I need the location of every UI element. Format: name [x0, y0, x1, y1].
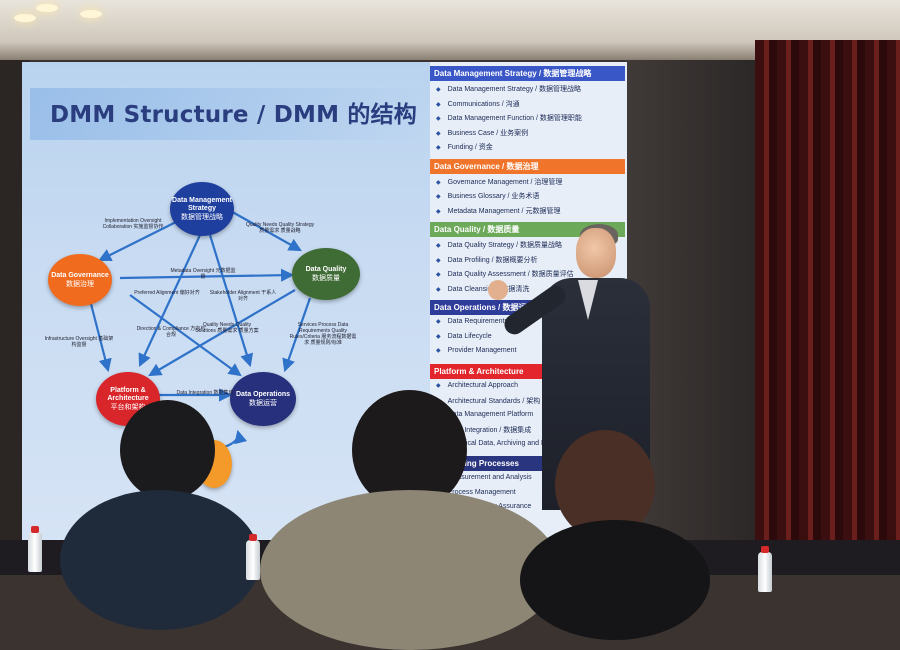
slide-title: DMM Structure / DMM 的结构 [50, 102, 417, 128]
red-curtain [755, 40, 900, 575]
audience-shoulders-center [260, 490, 560, 650]
label-infrastructure-oversight: Infrastructure Oversight 基础架构监督 [44, 336, 114, 348]
node-data-operations: Data Operations 数据运营 [230, 372, 296, 426]
outline-item: Communications / 沟通 [436, 99, 520, 109]
outline-section-header: Data Governance / 数据治理 [430, 158, 625, 174]
node-subtitle: 数据管理战略 [181, 213, 223, 221]
node-data-governance: Data Governance 数据治理 [48, 254, 112, 306]
outline-item: Funding / 资金 [436, 142, 493, 152]
node-data-management-strategy: Data Management Strategy 数据管理战略 [170, 182, 234, 236]
label-data-integration: Data Integration 数据集成 [176, 390, 234, 396]
outline-item: Business Glossary / 业务术语 [436, 191, 540, 201]
outline-item: Measurement and Analysis [436, 474, 532, 481]
audience-shoulders-right [520, 520, 710, 640]
node-title: Data Governance [51, 271, 109, 279]
outline-item: Data Requirements [436, 318, 508, 325]
outline-item: Historical Data, Archiving and Retention [436, 440, 571, 447]
outline-item: Data Management Function / 数据管理职能 [436, 113, 582, 123]
label-preferred-alignment: Preferred Alignment 偏好对齐 [134, 290, 200, 296]
node-title: Data Quality [305, 265, 347, 273]
outline-item: Architectural Approach [436, 382, 518, 389]
outline-item: Data Quality Assessment / 数据质量评估 [436, 269, 574, 279]
outline-item: Provider Management [436, 347, 517, 354]
title-band [30, 88, 430, 140]
label-quality-needs-strategy: Quality Needs Quality Strategy 质量需求 质量战略 [245, 222, 315, 234]
label-quality-needs-solutions: Quality Needs Quality Solutions 质量需求 质量方… [195, 322, 259, 334]
water-bottle [246, 534, 260, 580]
label-stakeholder-alignment: Stakeholder Alignment 干系人对齐 [209, 290, 277, 302]
node-data-quality: Data Quality 数据质量 [292, 248, 360, 300]
node-subtitle: 数据治理 [66, 280, 94, 288]
ceiling-light [14, 14, 36, 22]
ceiling-light [36, 4, 58, 12]
ceiling-light [80, 10, 102, 18]
outline-item: Data Management Strategy / 数据管理战略 [436, 84, 581, 94]
outline-section-header: Data Quality / 数据质量 [430, 222, 625, 237]
label-metadata-oversight: Metadata Oversight 元数据监督 [170, 268, 236, 280]
outline-item: Data Lifecycle [436, 333, 492, 340]
speaker-head [576, 228, 616, 278]
diagram-arrows [88, 204, 312, 452]
water-bottle [758, 546, 772, 592]
audience-shoulders-left [60, 490, 260, 630]
speaker-hand [488, 280, 508, 300]
outline-item: Architectural Standards / 架构 [436, 396, 541, 406]
outline-item: Metadata Management / 元数据管理 [436, 206, 561, 216]
water-bottle [28, 526, 42, 572]
outline-item: Process Management [436, 489, 516, 496]
outline-item: Data Quality Strategy / 数据质量战略 [436, 240, 562, 250]
node-title: Data Operations [235, 390, 291, 398]
outline-item: Data Profiling / 数据概要分析 [436, 255, 538, 265]
label-direction-compliance: Direction & Compliance 方向与合规 [136, 326, 206, 338]
node-subtitle: 数据质量 [312, 274, 340, 282]
node-title: Data Management Strategy [172, 196, 232, 212]
outline-item: Business Case / 业务案例 [436, 128, 529, 138]
outline-item: Data Integration / 数据集成 [436, 425, 532, 435]
node-subtitle: 数据运营 [249, 399, 277, 407]
audience-head-left [120, 400, 215, 500]
node-subtitle: 平台和架构 [110, 403, 146, 411]
outline-item: Data Management Platform [436, 411, 534, 418]
label-implementation-oversight: Implementation Oversight Collaboration 实… [102, 218, 164, 230]
node-title: Platform & Architecture [107, 386, 149, 402]
outline-item: Governance Management / 治理管理 [436, 177, 563, 187]
ceiling [0, 0, 900, 60]
label-services-process: Services Process Data Requirements Quali… [289, 322, 357, 346]
outline-section-header: Data Management Strategy / 数据管理战略 [430, 66, 625, 81]
